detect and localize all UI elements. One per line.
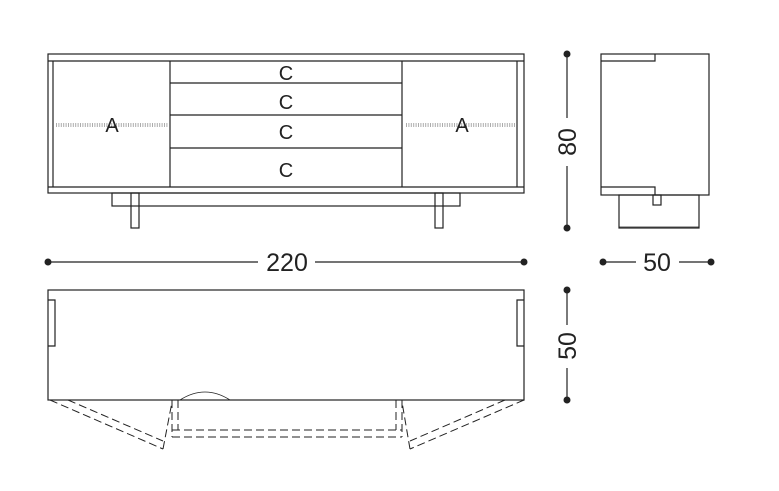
left-door: A xyxy=(52,61,171,187)
drawer-label-4: C xyxy=(279,160,293,182)
side-view xyxy=(600,53,710,229)
side-plinth xyxy=(618,194,700,229)
dimension-height-label: 80 xyxy=(554,128,582,156)
right-door: A xyxy=(406,61,518,187)
front-view: A C C C C A xyxy=(47,53,525,229)
plan-cabinet-outline xyxy=(47,289,525,401)
side-cabinet-outline xyxy=(600,53,710,196)
drawer-label-3: C xyxy=(279,122,293,144)
dimension-width: 220 xyxy=(44,249,528,277)
right-door-swing xyxy=(401,399,525,450)
door-left-label: A xyxy=(105,115,119,137)
dimension-depth-top: 50 xyxy=(554,286,582,404)
dimension-width-label: 220 xyxy=(266,249,308,277)
dimension-depth-side: 50 xyxy=(599,249,715,277)
drawer-stack: C C C C xyxy=(170,61,403,187)
drawer-label-1: C xyxy=(279,63,293,85)
base-and-legs xyxy=(111,192,461,229)
drawer-label-2: C xyxy=(279,92,293,114)
door-right-label: A xyxy=(455,115,469,137)
dimension-depth-side-label: 50 xyxy=(643,249,671,277)
plan-view xyxy=(47,289,525,450)
dimension-height: 80 xyxy=(554,50,582,232)
drawer-extension xyxy=(171,391,403,438)
left-door-swing xyxy=(49,399,173,450)
dimension-depth-top-label: 50 xyxy=(554,332,582,360)
